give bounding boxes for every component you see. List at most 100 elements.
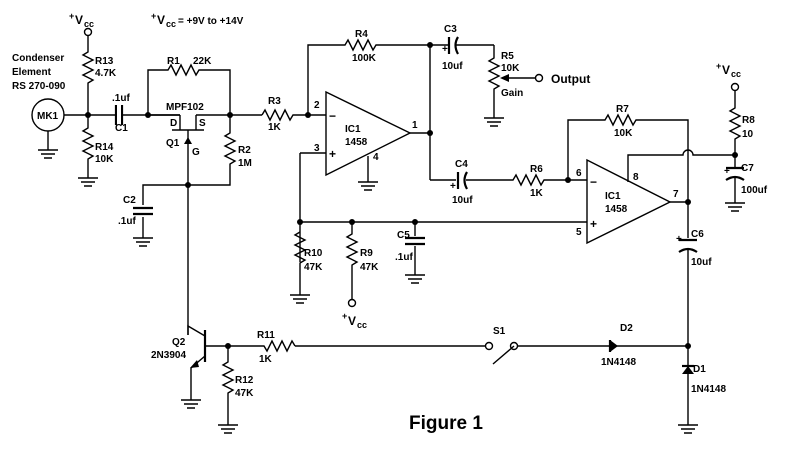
resistor-r2: [142, 115, 237, 205]
q1-s: S: [199, 118, 206, 129]
resistor-r7: [567, 113, 689, 202]
detector-stage: C6 + 10uf D1 1N4148 D2 1N4148 S1: [295, 202, 726, 434]
ic1b-minus: −: [590, 175, 597, 189]
vcc-r13: + V cc R13 4.7K R14 10K: [69, 11, 117, 187]
d2-body: [610, 340, 618, 352]
r13-value: 4.7K: [95, 68, 117, 79]
c3-value: 10uf: [442, 61, 463, 72]
vcc1-v: V: [75, 13, 83, 27]
ground-r5: [484, 117, 504, 127]
ic1b-pin-6: 6: [576, 168, 582, 179]
mic-caption-2: Element: [12, 67, 52, 78]
opamp-ic1a: − + IC1 1458 2 3 4 1: [300, 90, 430, 191]
ic1a-part: 1458: [345, 137, 368, 148]
r7-ref: R7: [616, 104, 629, 115]
ground-r10: [290, 294, 310, 304]
r10-value: 47K: [304, 262, 323, 273]
d2-part: 1N4148: [601, 357, 636, 368]
c2-plates: [133, 206, 153, 216]
wire-c4-r6: [430, 173, 568, 187]
mic-caption-1: Condenser: [12, 53, 64, 64]
figure-caption: Figure 1: [409, 413, 483, 434]
s1-terminal-right[interactable]: [509, 341, 519, 351]
q2-emitter: [190, 355, 206, 400]
s1-terminal-left[interactable]: [484, 341, 494, 351]
q1-gate-arrow: [184, 137, 192, 144]
ic1a-pin-4: 4: [373, 152, 379, 163]
ground-r12: [218, 424, 238, 434]
r10-ref: R10: [304, 248, 323, 259]
ic1b-pin-8: 8: [633, 172, 639, 183]
r1-value: 22K: [193, 56, 212, 67]
ground-c5: [405, 274, 425, 284]
bias-network: R10 47K R9 47K + V cc C5 .1uf: [290, 153, 425, 330]
vcc3-v: V: [348, 314, 356, 328]
capacitor-c1: .1uf C1: [112, 93, 130, 134]
supply-voltage-note: + V cc = +9V to +14V: [151, 11, 244, 29]
resistor-r4-group: R4 100K: [307, 29, 433, 180]
r9-ref: R9: [360, 248, 373, 259]
vcc1-plus: +: [69, 11, 74, 21]
r8-ref: R8: [742, 115, 755, 126]
supply-note-plus: +: [151, 11, 156, 21]
r3-value: 1K: [268, 122, 282, 133]
mic-caption-3: RS 270-090: [12, 81, 66, 92]
r1-ref: R1: [167, 56, 180, 67]
resistor-r13: [81, 36, 95, 115]
r12-value: 47K: [235, 388, 254, 399]
opamp-ic1b: − + IC1 1458 6 5 8 7: [300, 149, 735, 245]
ic1b-pin-7: 7: [673, 189, 679, 200]
c1-plates: [114, 105, 124, 125]
c3-pol: +: [442, 44, 448, 55]
r5-wiper-arrow: [500, 74, 509, 82]
ground-r14: [78, 177, 98, 187]
vcc2-terminal: [730, 82, 740, 92]
r8-value: 10: [742, 129, 754, 140]
r2-ref: R2: [238, 145, 251, 156]
ic1b-ref: IC1: [605, 191, 621, 202]
ic1b-pin-5: 5: [576, 227, 582, 238]
c3-plate-neg: [454, 36, 459, 55]
resistor-r1: [147, 63, 231, 115]
s1-lever[interactable]: [492, 345, 515, 365]
supply-note-sub: cc: [166, 19, 176, 29]
transistor-q2-stage: R11 1K Q2 2N3904 R12 47K: [151, 324, 296, 434]
r6-ref: R6: [530, 164, 543, 175]
jfet-stage: R1 22K MPF102 D S Q1 G R2 1M C2 .1uf: [118, 56, 262, 335]
q1-d: D: [170, 118, 177, 129]
r5-value: 10K: [501, 63, 520, 74]
resistor-r10: [293, 231, 307, 295]
vcc1-sub: cc: [84, 19, 94, 29]
r7-value: 10K: [614, 128, 633, 139]
resistor-r12: [221, 346, 235, 425]
resistor-r9: [345, 222, 359, 299]
c1-value: .1uf: [112, 93, 130, 104]
q1-ref: Q1: [166, 138, 180, 149]
supply-note-v: V: [157, 13, 165, 27]
r14-ref: R14: [95, 142, 114, 153]
c6-plate-neg: [678, 247, 698, 253]
node-out1: [427, 130, 433, 136]
ground-c7: [725, 202, 745, 212]
ground-mic: [38, 149, 58, 159]
output-stage: C3 + 10uf Output R5 10K Gain: [430, 24, 590, 127]
c5-ref: C5: [397, 230, 410, 241]
c5-value: .1uf: [395, 252, 413, 263]
c6-ref: C6: [691, 229, 704, 240]
r13-ref: R13: [95, 56, 114, 67]
ground-q2: [181, 399, 201, 409]
resistor-r5: [487, 45, 501, 118]
ic1a-pin-2: 2: [314, 100, 320, 111]
ic1a-plus: +: [329, 147, 336, 161]
r3-ref: R3: [268, 96, 281, 107]
c2-value: .1uf: [118, 216, 136, 227]
r11-value: 1K: [259, 354, 273, 365]
ic1b-vcc-lead: [627, 149, 735, 182]
r4-value: 100K: [352, 53, 377, 64]
output-terminal[interactable]: [534, 73, 544, 83]
c5-plates: [405, 236, 425, 246]
c1-ref: C1: [115, 123, 128, 134]
d1-body: [682, 366, 694, 374]
ic1a-triangle: [325, 90, 412, 177]
